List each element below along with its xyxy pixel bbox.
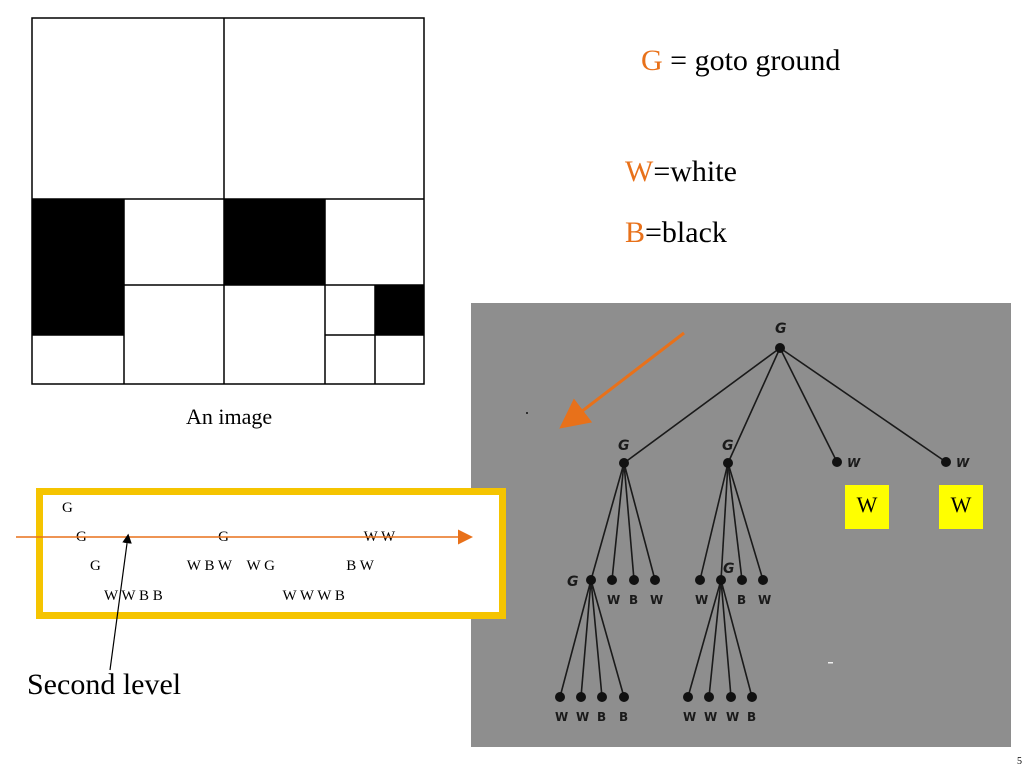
leaf-box-white: W xyxy=(845,485,889,529)
photo-leaf-label: W xyxy=(758,593,771,607)
photo-label-l1-w2: W xyxy=(956,456,970,470)
photo-leaf-label: B xyxy=(737,593,746,607)
legend-ground: G = goto ground xyxy=(641,44,840,78)
photo-leaf-label: W xyxy=(607,593,620,607)
photo-label-l2-mid-g: G xyxy=(723,561,735,577)
legend-key-b: B xyxy=(625,216,646,249)
photo-leaf-label: W xyxy=(726,710,739,724)
text-tree-row: W W B B W W W B xyxy=(104,588,345,604)
text-tree-row: G xyxy=(62,500,73,516)
legend-text-b: =black xyxy=(645,216,727,249)
photo-label-root: G xyxy=(775,321,787,337)
photo-label-l1-mid: G xyxy=(722,438,734,454)
photo-leaf-label: W xyxy=(704,710,717,724)
legend-text-g: = goto ground xyxy=(662,44,841,77)
legend-white: W=white xyxy=(625,155,737,189)
black-region xyxy=(32,199,124,335)
second-level-arrow xyxy=(109,533,132,671)
photo-leaf-label: W xyxy=(695,593,708,607)
legend-key-g: G xyxy=(641,44,663,77)
quadtree-image xyxy=(31,17,425,385)
photo-leaf-label: B xyxy=(597,710,606,724)
photo-label-l1-left: G xyxy=(618,438,630,454)
photo-label-l2-left-g: G xyxy=(567,574,579,590)
black-region xyxy=(375,285,424,335)
photo-leaf-label: B xyxy=(619,710,628,724)
photo-leaf-label: W xyxy=(650,593,663,607)
black-region xyxy=(224,199,325,285)
legend-text-w: =white xyxy=(653,155,737,188)
text-tree-box xyxy=(36,488,506,619)
orange-arrow xyxy=(559,331,685,429)
photo-label-l1-w1: W xyxy=(847,456,861,470)
photo-leaf-label: B xyxy=(629,593,638,607)
leaf-box-white: W xyxy=(939,485,983,529)
image-caption: An image xyxy=(186,404,273,429)
legend-key-w: W xyxy=(625,155,654,188)
photo-leaf-label: B xyxy=(747,710,756,724)
photo-leaf-label: W xyxy=(683,710,696,724)
slide-number: 5 xyxy=(1017,756,1022,767)
photo-leaf-label: W xyxy=(576,710,589,724)
text-tree-row: G W B W W G B W xyxy=(90,558,374,574)
second-level-label: Second level xyxy=(27,668,182,701)
legend-black: B=black xyxy=(625,216,727,250)
photo-leaf-label: W xyxy=(555,710,568,724)
